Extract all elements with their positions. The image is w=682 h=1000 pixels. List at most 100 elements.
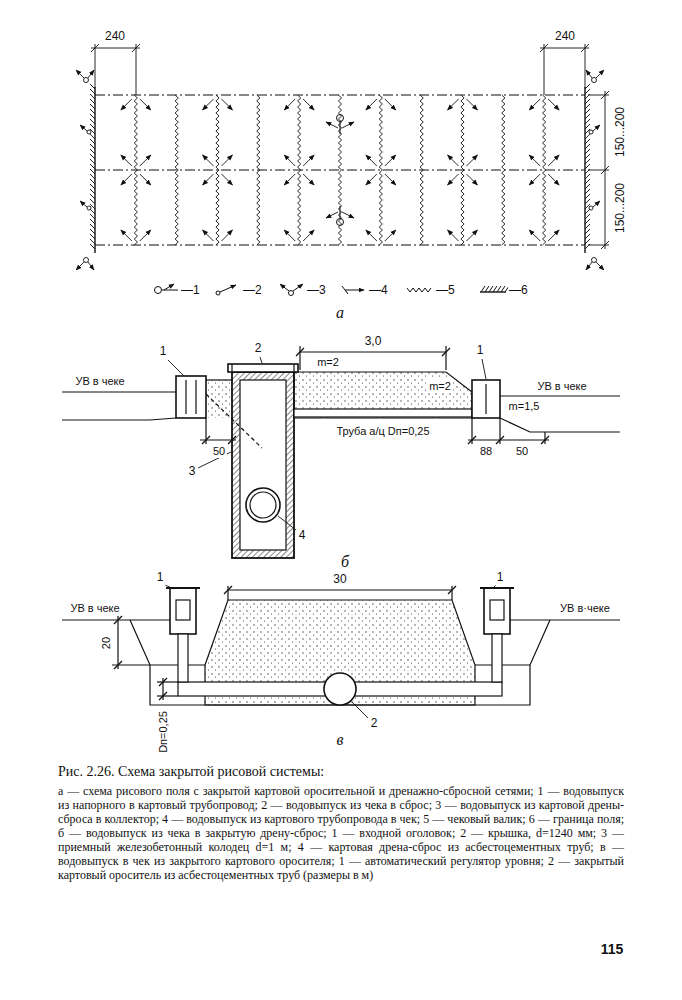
- drawing-stroke: [510, 619, 620, 620]
- legend-item: —4: [338, 282, 388, 298]
- drawing-stroke: [448, 155, 459, 166]
- drawing-stroke: [293, 364, 294, 372]
- drawing-stroke: [203, 230, 214, 241]
- inlet-section: [62, 585, 620, 718]
- drawing-stroke: [448, 174, 459, 185]
- drawing-stroke: [326, 122, 338, 128]
- drawing-stroke: [90, 104, 95, 109]
- drawing-stroke: [589, 130, 593, 134]
- slope-label: m=2: [315, 355, 341, 369]
- drawing-stroke: [296, 348, 304, 356]
- drawing-stroke: [585, 109, 590, 114]
- drawing-stroke: [585, 164, 590, 169]
- drawing-stroke: [585, 224, 590, 229]
- drawing-stroke: [140, 155, 151, 166]
- drawing-stroke: [492, 585, 496, 589]
- drawing-stroke: [90, 139, 95, 144]
- drawing-stroke: [90, 199, 95, 204]
- drawing-stroke: [232, 372, 294, 558]
- drawing-stroke: [175, 95, 178, 245]
- legend-item: —2: [212, 282, 262, 298]
- drawing-stroke: [451, 586, 452, 600]
- drawing-stroke: [90, 89, 95, 94]
- drawing-stroke: [90, 149, 95, 154]
- drawing-stroke: [284, 174, 295, 185]
- drawing-stroke: [589, 206, 593, 210]
- dimension: 240: [103, 29, 127, 44]
- drawing-stroke: [90, 99, 95, 104]
- drawing-stroke: [366, 99, 377, 110]
- field-plan: [76, 44, 609, 270]
- legend-symbol: [212, 282, 242, 298]
- outlet-section: [62, 346, 620, 558]
- drawing-stroke: [228, 364, 298, 372]
- drawing-stroke: [140, 99, 151, 110]
- drawing-stroke: [227, 586, 228, 600]
- drawing-stroke: [298, 95, 301, 245]
- drawing-stroke: [88, 262, 94, 270]
- drawing-stroke: [303, 99, 314, 110]
- drawing-stroke: [303, 155, 314, 166]
- callout-number: 1: [495, 570, 506, 585]
- drawing-stroke: [490, 600, 504, 620]
- slope-label: m=1,5: [507, 399, 542, 413]
- drawing-stroke: [585, 229, 590, 234]
- drawing-stroke: [90, 209, 95, 214]
- drawing-stroke: [548, 230, 559, 241]
- drawing-stroke: [340, 122, 341, 135]
- legend-symbol: [276, 282, 306, 298]
- drawing-stroke: [294, 409, 472, 417]
- drawing-stroke: [448, 586, 456, 594]
- drawing-stroke: [585, 239, 590, 244]
- drawing-stroke: [585, 189, 590, 194]
- drawing-stroke: [467, 99, 478, 110]
- water-level-label: УВ в·чеке: [558, 601, 612, 615]
- drawing-stroke: [585, 114, 590, 119]
- drawing-stroke: [303, 230, 314, 241]
- drawing-stroke: [90, 134, 95, 139]
- drawing-stroke: [342, 122, 354, 128]
- drawing-stroke: [91, 48, 140, 49]
- drawing-stroke: [502, 95, 505, 245]
- callout-number: 1: [158, 344, 169, 359]
- drawing-stroke: [90, 234, 95, 239]
- drawing-stroke: [586, 262, 592, 270]
- drawing-stroke: [134, 95, 137, 245]
- legend-text: —3: [307, 283, 326, 297]
- drawing-stroke: [585, 214, 590, 219]
- drawing-stroke: [585, 174, 590, 179]
- legend-text: —5: [436, 283, 455, 297]
- drawing-stroke: [176, 376, 206, 418]
- drawing-stroke: [467, 155, 478, 166]
- drawing-stroke: [80, 125, 87, 131]
- drawing-stroke: [485, 384, 486, 414]
- drawing-stroke: [176, 600, 190, 620]
- drawing-stroke: [90, 154, 95, 159]
- dimension: 20: [99, 635, 113, 651]
- legend-text: —2: [243, 283, 262, 297]
- dimension: 50: [211, 444, 227, 458]
- drawing-stroke: [585, 149, 590, 154]
- drawing-stroke: [448, 230, 459, 241]
- drawing-stroke: [338, 95, 341, 245]
- drawing-stroke: [548, 174, 559, 185]
- drawing-stroke: [121, 155, 132, 166]
- drawing-stroke: [500, 395, 620, 396]
- drawing-stroke: [586, 70, 592, 78]
- drawing-stroke: [540, 48, 589, 49]
- drawing-stroke: [185, 380, 186, 414]
- legend-symbol: [405, 282, 435, 298]
- drawing-stroke: [80, 201, 87, 207]
- drawing-stroke: [482, 359, 486, 379]
- drawing-stroke: [541, 436, 549, 444]
- drawing-stroke: [581, 44, 589, 52]
- drawing-stroke: [91, 44, 99, 52]
- drawing-stroke: [585, 159, 590, 164]
- drawing-stroke: [337, 219, 344, 226]
- drawing-stroke: [157, 681, 178, 682]
- drawing-stroke: [114, 661, 122, 669]
- drawing-stroke: [203, 174, 214, 185]
- drawing-stroke: [95, 244, 585, 245]
- drawing-stroke: [222, 230, 233, 241]
- drawing-stroke: [159, 692, 167, 700]
